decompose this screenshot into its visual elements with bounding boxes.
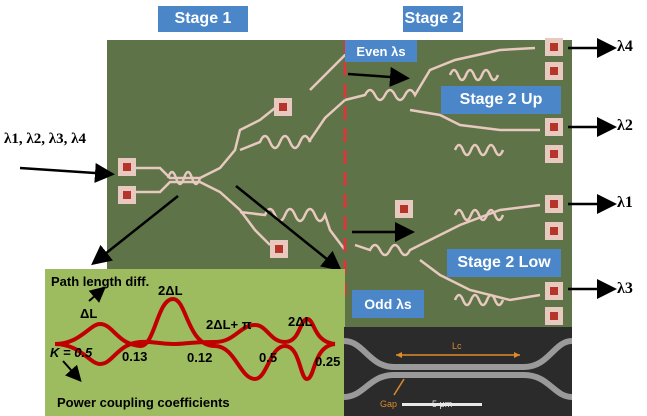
even-lambdas-label: Even λs — [345, 40, 417, 62]
sem-coupler — [344, 338, 572, 406]
gap-label: Gap — [380, 399, 398, 409]
lc-label: Lc — [452, 341, 462, 351]
stage2-up-label: Stage 2 Up — [441, 86, 561, 114]
two-dl-b-label: 2ΔL — [288, 314, 313, 329]
two-dl-pi-label: 2ΔL+ π — [206, 317, 252, 332]
scale-bar-label: 5 μm — [432, 399, 453, 409]
bond-pads — [118, 38, 563, 325]
input-wavelengths: λ1, λ2, λ3, λ4 — [4, 131, 86, 147]
stage1-label: Stage 1 — [158, 6, 248, 32]
k4-label: 0.25 — [315, 354, 341, 369]
k2-label: 0.12 — [187, 350, 213, 365]
stage2-low-label: Stage 2 Low — [447, 249, 561, 277]
output-lambda4: λ4 — [617, 38, 633, 55]
sem-image: Lc Gap 5 μm — [344, 327, 572, 416]
k-label: K = 0.5 — [50, 345, 93, 360]
coupling-curves — [54, 286, 336, 382]
coupling-inset: Path length diff. ΔL 2ΔL 2ΔL+ π 2ΔL K = … — [45, 269, 345, 416]
stage2-label: Stage 2 — [403, 6, 463, 32]
output-lambda2: λ2 — [617, 117, 633, 134]
output-lambda3: λ3 — [617, 280, 633, 297]
output-lambda1: λ1 — [617, 194, 633, 211]
power-coupling-label: Power coupling coefficients — [57, 395, 230, 410]
path-length-label: Path length diff. — [51, 274, 150, 289]
waveguide-traces — [135, 46, 541, 307]
k1-label: 0.13 — [122, 349, 148, 364]
two-dl-label: 2ΔL — [158, 283, 183, 298]
odd-lambdas-label: Odd λs — [352, 290, 424, 318]
k3-label: 0.5 — [259, 350, 278, 365]
flow-arrows — [19, 38, 617, 299]
dl-label: ΔL — [80, 306, 98, 321]
